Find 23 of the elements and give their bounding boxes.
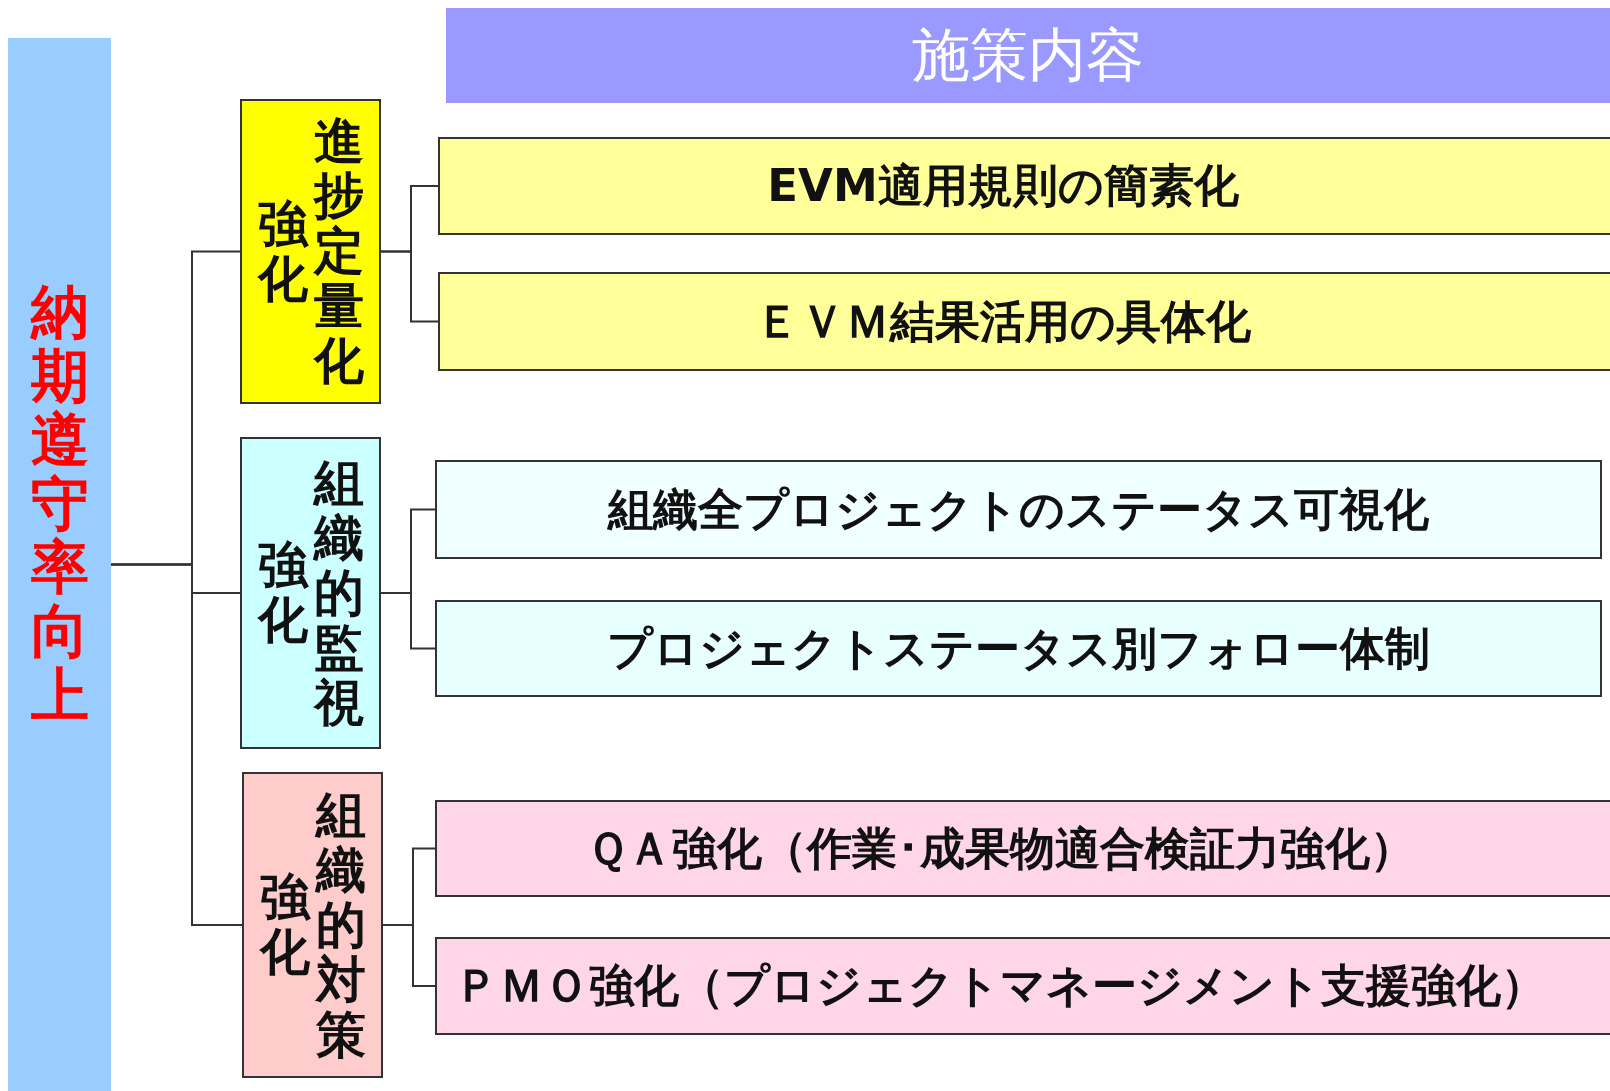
measure-box (438, 272, 1610, 371)
connector-line (380, 592, 436, 650)
header-label: 施策内容 (912, 19, 1144, 91)
measure-label: 組織全プロジェクトのステータス可視化 (608, 481, 1429, 538)
goal-label: 納期遵守率向上 (30, 281, 89, 728)
connector-line (110, 563, 243, 926)
measure-box (438, 137, 1610, 235)
measure-box (435, 460, 1602, 559)
goal-bar (8, 38, 111, 1091)
measure-label: ＰＭＯ強化（プロジェクトマネージメント支援強化） (454, 958, 1546, 1014)
measure-label: ＥＶＭ結果活用の具体化 (755, 293, 1251, 350)
measure-box (435, 800, 1610, 897)
header-band (446, 8, 1610, 103)
measure-label: ＱＡ強化（作業･成果物適合検証力強化） (585, 820, 1415, 877)
measure-label: EVM適用規則の簡素化 (767, 158, 1239, 214)
measure-label: プロジェクトステータス別フォロー体制 (607, 620, 1430, 677)
measure-box (435, 937, 1610, 1035)
connector-line (382, 924, 436, 987)
category-box (240, 99, 381, 404)
connector-line (380, 250, 439, 323)
category-box (240, 437, 381, 749)
category-box (242, 772, 383, 1078)
measure-box (435, 600, 1602, 697)
